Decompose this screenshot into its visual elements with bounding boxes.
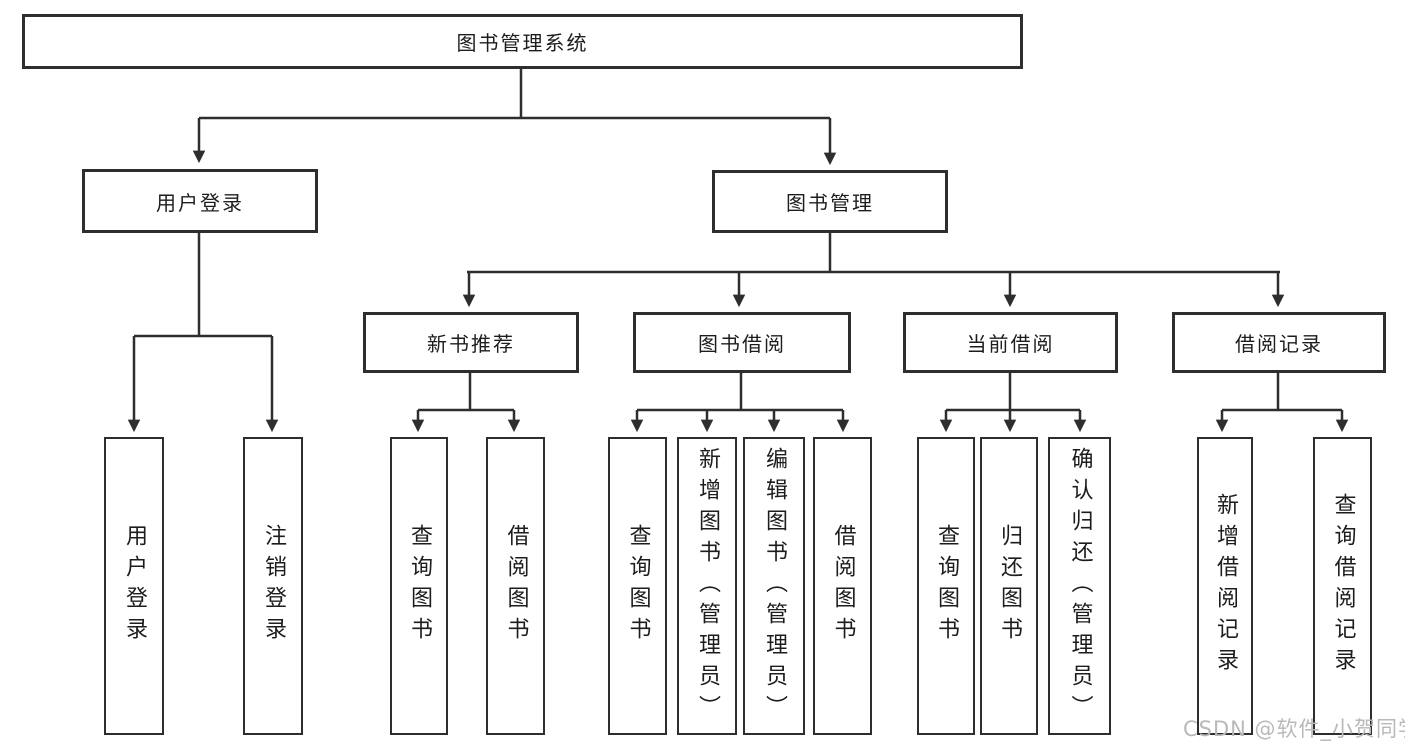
node-label: 借阅图书 — [830, 524, 856, 648]
leaf-logout: 注销登录 — [243, 437, 303, 735]
node-label: 新增借阅记录 — [1213, 493, 1238, 679]
node-label: 图书借阅 — [698, 332, 786, 356]
node-label: 查询图书 — [934, 524, 959, 648]
leaf-current-confirm-return-admin: 确认归还（管理员） — [1048, 437, 1111, 735]
node-label: 用户登录 — [122, 524, 147, 648]
leaf-records-add-borrow-record: 新增借阅记录 — [1197, 437, 1253, 735]
leaf-recommend-borrow-books: 借阅图书 — [486, 437, 545, 735]
leaf-recommend-query-books: 查询图书 — [390, 437, 448, 735]
node-book-borrowing: 图书借阅 — [633, 312, 851, 373]
node-current-borrowing: 当前借阅 — [903, 312, 1118, 373]
node-book-management: 图书管理 — [712, 170, 948, 233]
node-label: 借阅记录 — [1235, 332, 1323, 356]
node-label: 编辑图书（管理员） — [762, 446, 787, 726]
node-library-management-system: 图书管理系统 — [22, 14, 1023, 69]
node-label: 当前借阅 — [966, 332, 1055, 356]
node-borrow-records: 借阅记录 — [1172, 312, 1386, 373]
node-label: 新增图书（管理员） — [695, 446, 720, 726]
leaf-current-return-books: 归还图书 — [980, 437, 1038, 735]
leaf-borrowing-add-books-admin: 新增图书（管理员） — [677, 437, 737, 735]
node-label: 图书管理 — [786, 191, 874, 215]
leaf-records-query-borrow-record: 查询借阅记录 — [1313, 437, 1372, 735]
node-label: 用户登录 — [156, 190, 244, 215]
node-label: 确认归还（管理员） — [1067, 446, 1093, 726]
node-user-login: 用户登录 — [82, 169, 318, 233]
node-label: 归还图书 — [997, 524, 1022, 648]
leaf-borrowing-borrow-books: 借阅图书 — [813, 437, 872, 735]
node-label: 借阅图书 — [503, 524, 529, 648]
node-new-book-recommend: 新书推荐 — [363, 312, 579, 373]
leaf-borrowing-edit-books-admin: 编辑图书（管理员） — [743, 437, 805, 735]
node-label: 新书推荐 — [427, 332, 515, 356]
node-label: 注销登录 — [261, 524, 286, 648]
leaf-borrowing-query-books: 查询图书 — [608, 437, 667, 735]
node-label: 查询图书 — [625, 524, 651, 648]
leaf-user-login: 用户登录 — [104, 437, 164, 735]
csdn-watermark: CSDN @软件_小贺同学 — [1183, 717, 1405, 741]
node-label: 图书管理系统 — [456, 31, 589, 55]
node-label: 查询借阅记录 — [1330, 493, 1356, 679]
leaf-current-query-books: 查询图书 — [917, 437, 975, 735]
node-label: 查询图书 — [407, 524, 432, 648]
